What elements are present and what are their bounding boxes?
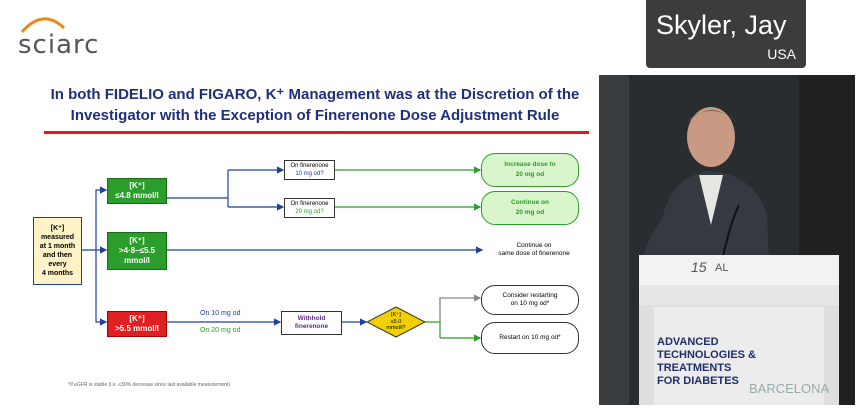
on-20mg-label: On 20 mg od — [200, 327, 241, 334]
question-dose: 20 mg od? — [295, 209, 324, 215]
slide-title-line1: In both FIDELIO and FIGARO, K⁺ Managemen… — [50, 86, 580, 103]
outcome-dose: same dose of finerenone — [498, 250, 570, 257]
diamond-line: ≤5.0 — [390, 318, 402, 325]
footnote: *If eGFR is stable (i.e. ≤30% decrease s… — [68, 382, 230, 388]
continue-same-text: Continue on same dose of finerenone — [484, 240, 584, 260]
outcome-text: Increase dose to — [504, 161, 556, 168]
sciarc-logo: sciarc — [18, 30, 100, 60]
title-underline — [44, 131, 589, 134]
outcome-text: Restart on 10 mg od* — [499, 334, 561, 341]
podium-number: 15 — [691, 259, 707, 275]
k-low-label: [K⁺] — [129, 181, 145, 190]
flowchart-connectors — [82, 166, 484, 342]
city-name: BARCELONA — [749, 381, 830, 396]
k-mid-label: [K⁺] — [129, 236, 145, 245]
k-high-label: [K⁺] — [129, 314, 145, 323]
measure-line: at 1 month — [39, 243, 76, 250]
k-low-box: [K⁺] ≤4.8 mmol/l — [107, 178, 167, 204]
measure-line: [K⁺] measured — [40, 225, 75, 241]
measure-line: and then — [42, 252, 73, 259]
consider-restart-box: Consider restarting on 10 mg od* — [481, 285, 579, 315]
outcome-dose: 20 mg od — [515, 209, 545, 216]
k-mid-box: [K⁺] >4·8–≤5.5 mmol/l — [107, 232, 167, 270]
increase-dose-box: Increase dose to 20 mg od — [481, 153, 579, 187]
k-check-text: [K⁺] ≤5.0 mmol/l? — [376, 309, 416, 335]
banner-line: FOR DIABETES — [657, 375, 739, 387]
question-text: On finerenone — [290, 201, 329, 207]
k-high-value: >5.5 mmol/l — [115, 324, 159, 333]
speaker-video-scene: 15 AL ADVANCED TECHNOLOGIES & TREATMENTS… — [599, 75, 855, 405]
question-10mg-box: On finerenone 10 mg od? — [284, 160, 335, 180]
outcome-text: Continue on — [516, 242, 552, 249]
slide-title: In both FIDELIO and FIGARO, K⁺ Managemen… — [30, 84, 600, 126]
speaker-video: 15 AL ADVANCED TECHNOLOGIES & TREATMENTS… — [599, 75, 855, 405]
question-20mg-box: On finerenone 20 mg od? — [284, 198, 335, 218]
outcome-text: Consider restarting — [502, 292, 558, 299]
measure-k-box: [K⁺] measured at 1 month and then every … — [33, 217, 82, 285]
outcome-text: Continue on — [511, 199, 549, 206]
diamond-line: [K⁺] — [391, 312, 401, 319]
k-mid-value: >4·8–≤5.5 — [118, 246, 156, 255]
slide-title-line2: Investigator with the Exception of Finer… — [70, 107, 560, 124]
sciarc-logo-arc — [20, 17, 66, 34]
withhold-box: Withhold finerenone — [281, 311, 342, 335]
speaker-name-box: Skyler, Jay USA — [646, 0, 806, 68]
outcome-dose: 20 mg od — [515, 171, 545, 178]
withhold-text: Withhold — [297, 315, 326, 322]
k-high-box: [K⁺] >5.5 mmol/l — [107, 311, 167, 337]
continue-dose-box: Continue on 20 mg od — [481, 191, 579, 225]
restart-box: Restart on 10 mg od* — [481, 322, 579, 354]
speaker-country: USA — [767, 46, 796, 62]
diamond-line: mmol/l? — [386, 325, 406, 332]
withhold-drug: finerenone — [294, 323, 329, 330]
k-mid-unit: mmol/l — [124, 256, 150, 265]
banner-line: TREATMENTS — [657, 362, 731, 374]
k-low-value: ≤4.8 mmol/l — [115, 191, 159, 200]
banner-line: ADVANCED — [657, 336, 719, 348]
measure-line: every — [48, 261, 67, 268]
question-text: On finerenone — [290, 163, 329, 169]
measure-line: 4 months — [41, 270, 74, 277]
banner-line: TECHNOLOGIES & — [657, 349, 756, 361]
podium-logo: AL — [715, 262, 728, 274]
on-10mg-label: On 10 mg od — [200, 310, 241, 317]
k-check-diamond — [366, 306, 426, 338]
question-dose: 10 mg od? — [295, 171, 324, 177]
speaker-name: Skyler, Jay — [656, 10, 787, 40]
outcome-dose: on 10 mg od* — [510, 300, 550, 307]
